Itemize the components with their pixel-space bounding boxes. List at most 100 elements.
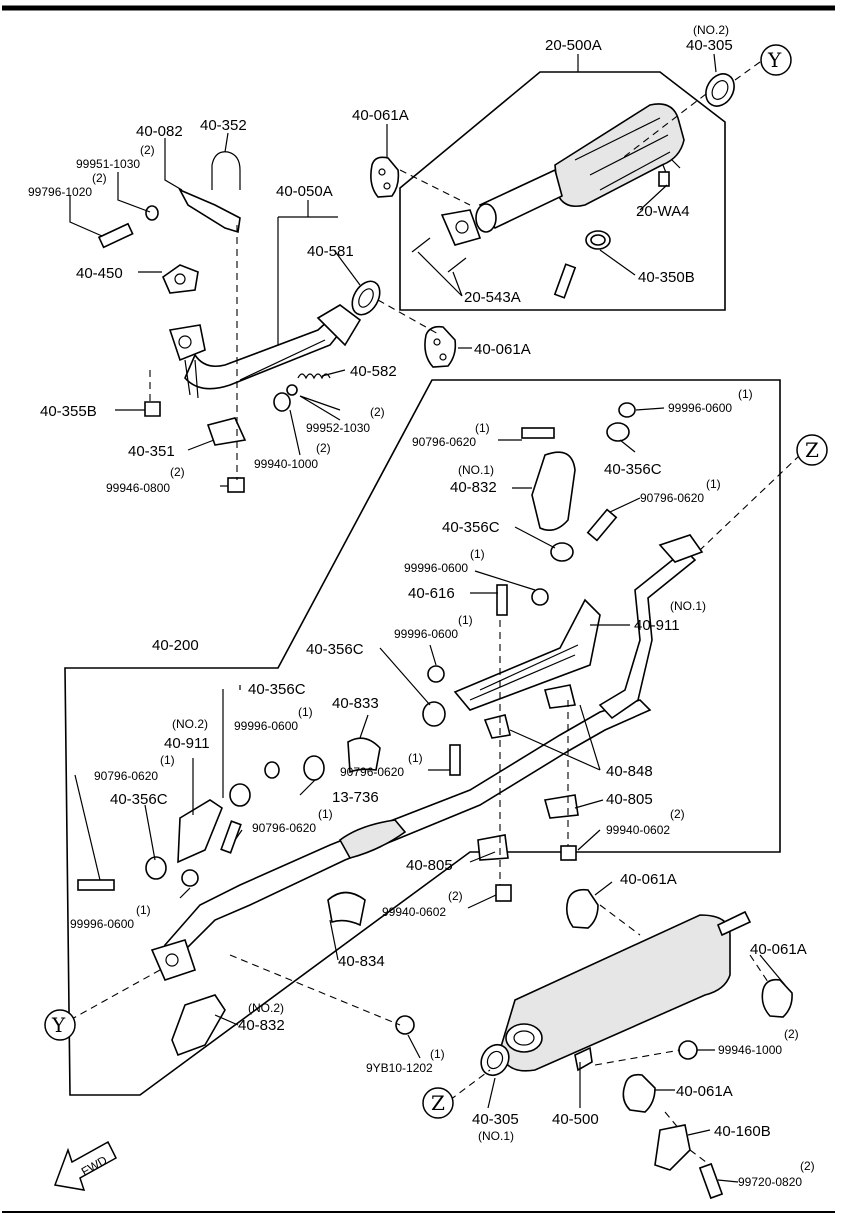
qty-90796-d: (1) (408, 751, 423, 765)
dashed-guides (69, 61, 801, 1166)
bracket-40-082 (178, 188, 241, 234)
label-40-061a-5: 40-061A (676, 1083, 733, 1100)
hanger-40-061a-mid (424, 325, 457, 368)
nut-9yb10-1202 (395, 1015, 415, 1035)
qty-99996-d: (1) (298, 705, 313, 719)
connector-y-top: Y (760, 44, 792, 76)
label-40-833: 40-833 (332, 695, 379, 712)
bolt-20-wa4 (658, 171, 670, 187)
label-no1-305: (NO.1) (478, 1129, 514, 1143)
label-40-305-no2: 40-305 (686, 37, 733, 54)
label-99940-0602-b: 99940-0602 (382, 905, 446, 919)
intermediate-pipe-40-200 (150, 699, 652, 981)
svg-text:Y: Y (767, 48, 782, 72)
label-20-wa4: 20-WA4 (636, 203, 690, 220)
svg-text:Z: Z (805, 438, 819, 462)
connector-z-right: Z (796, 434, 828, 466)
label-9yb10-1202: 9YB10-1202 (366, 1061, 433, 1075)
label-40-082: 40-082 (136, 123, 183, 140)
label-40-356c-d: 40-356C (248, 681, 306, 698)
qty-99940-0602-a: (2) (670, 807, 685, 821)
label-40-351: 40-351 (128, 443, 175, 460)
leader-lines (69, 53, 786, 1183)
clamp-40-833 (347, 737, 381, 774)
label-40-832-no1: 40-832 (450, 479, 497, 496)
label-40-911-no1: 40-911 (634, 617, 680, 634)
qty-90796-c: (1) (160, 753, 175, 767)
washer-99951-1030 (145, 205, 159, 221)
label-40-200: 40-200 (152, 637, 199, 654)
label-90796-0620-a: 90796-0620 (412, 435, 476, 449)
label-40-061a-2: 40-061A (474, 341, 531, 358)
label-99996-0600-a: 99996-0600 (668, 401, 732, 415)
qty-99996-e: (1) (136, 903, 151, 917)
label-40-355b: 40-355B (40, 403, 97, 420)
label-40-805-b: 40-805 (406, 857, 453, 874)
connector-y-left: Y (44, 1009, 76, 1041)
label-99940-0602-a: 99940-0602 (606, 823, 670, 837)
label-20-543a: 20-543A (464, 289, 521, 306)
label-40-356c-c: 40-356C (306, 641, 364, 658)
qty-90796-e: (1) (318, 807, 333, 821)
clamp-40-834 (327, 891, 366, 927)
callout-labels: 20-500A (NO.2) 40-305 40-061A 40-082 40-… (28, 23, 815, 1189)
qty-9yb10: (1) (430, 1047, 445, 1061)
catalytic-converter (440, 103, 685, 246)
label-99946-0800: 99946-0800 (106, 481, 170, 495)
gasket-40-450 (162, 264, 199, 294)
clamp-40-356c-set (145, 422, 630, 880)
pipe-40-832-no1 (531, 451, 576, 531)
bracket-40-351 (206, 417, 247, 446)
label-no2-305: (NO.2) (693, 23, 729, 37)
label-99996-0600-e: 99996-0600 (70, 917, 134, 931)
label-90796-0620-c: 90796-0620 (94, 769, 158, 783)
brackets-40-805 (477, 794, 579, 861)
label-40-061a-1: 40-061A (352, 107, 409, 124)
gasket-40-305-no2 (705, 73, 735, 107)
nut-99946-1000 (678, 1040, 698, 1060)
label-40-582: 40-582 (350, 363, 397, 380)
qty-99996-b: (1) (470, 547, 485, 561)
svg-text:Y: Y (51, 1013, 66, 1037)
label-40-061a-3: 40-061A (620, 871, 677, 888)
pipe-40-832-no2 (171, 994, 226, 1057)
clamp-13-736 (303, 755, 325, 781)
qty-99940-0602-b: (2) (448, 889, 463, 903)
hangers-40-061a-lower (566, 888, 793, 1113)
label-no2-911: (NO.2) (172, 717, 208, 731)
label-40-848: 40-848 (606, 763, 653, 780)
label-40-305-no1: 40-305 (472, 1111, 519, 1128)
qty-99940-1000: (2) (316, 441, 331, 455)
nuts-99996-0600 (181, 402, 636, 887)
nut-99940-1000 (273, 392, 291, 412)
bolt-99796-1020 (97, 222, 134, 249)
label-99940-1000: 99940-1000 (254, 457, 318, 471)
qty-99796: (2) (92, 171, 107, 185)
label-40-450: 40-450 (76, 265, 123, 282)
label-40-500: 40-500 (552, 1111, 599, 1128)
label-20-500a: 20-500A (545, 37, 602, 54)
label-13-736: 13-736 (332, 789, 379, 806)
nut-40-355b (144, 401, 161, 417)
label-40-050a: 40-050A (276, 183, 333, 200)
qty-99951: (2) (140, 143, 155, 157)
label-40-911-no2: 40-911 (164, 735, 210, 752)
qty-90796-b: (1) (706, 477, 721, 491)
clamp-40-350b (585, 230, 611, 250)
label-99952-1030: 99952-1030 (306, 421, 370, 435)
label-99720-0820: 99720-0820 (738, 1175, 802, 1189)
studs-20-543a (411, 237, 577, 299)
label-40-581: 40-581 (307, 243, 354, 260)
label-40-834: 40-834 (338, 953, 385, 970)
label-40-356c-b: 40-356C (442, 519, 500, 536)
qty-99996-c: (1) (458, 613, 473, 627)
label-40-352: 40-352 (200, 117, 247, 134)
label-40-356c-a: 40-356C (604, 461, 662, 478)
gasket-40-305-no1 (480, 1043, 510, 1077)
connector-z-bottom: Z (422, 1087, 454, 1119)
label-no1-832: (NO.1) (458, 463, 494, 477)
label-40-061a-4: 40-061A (750, 941, 807, 958)
label-40-616: 40-616 (408, 585, 455, 602)
fwd-arrow-icon: FWD (53, 1140, 117, 1191)
